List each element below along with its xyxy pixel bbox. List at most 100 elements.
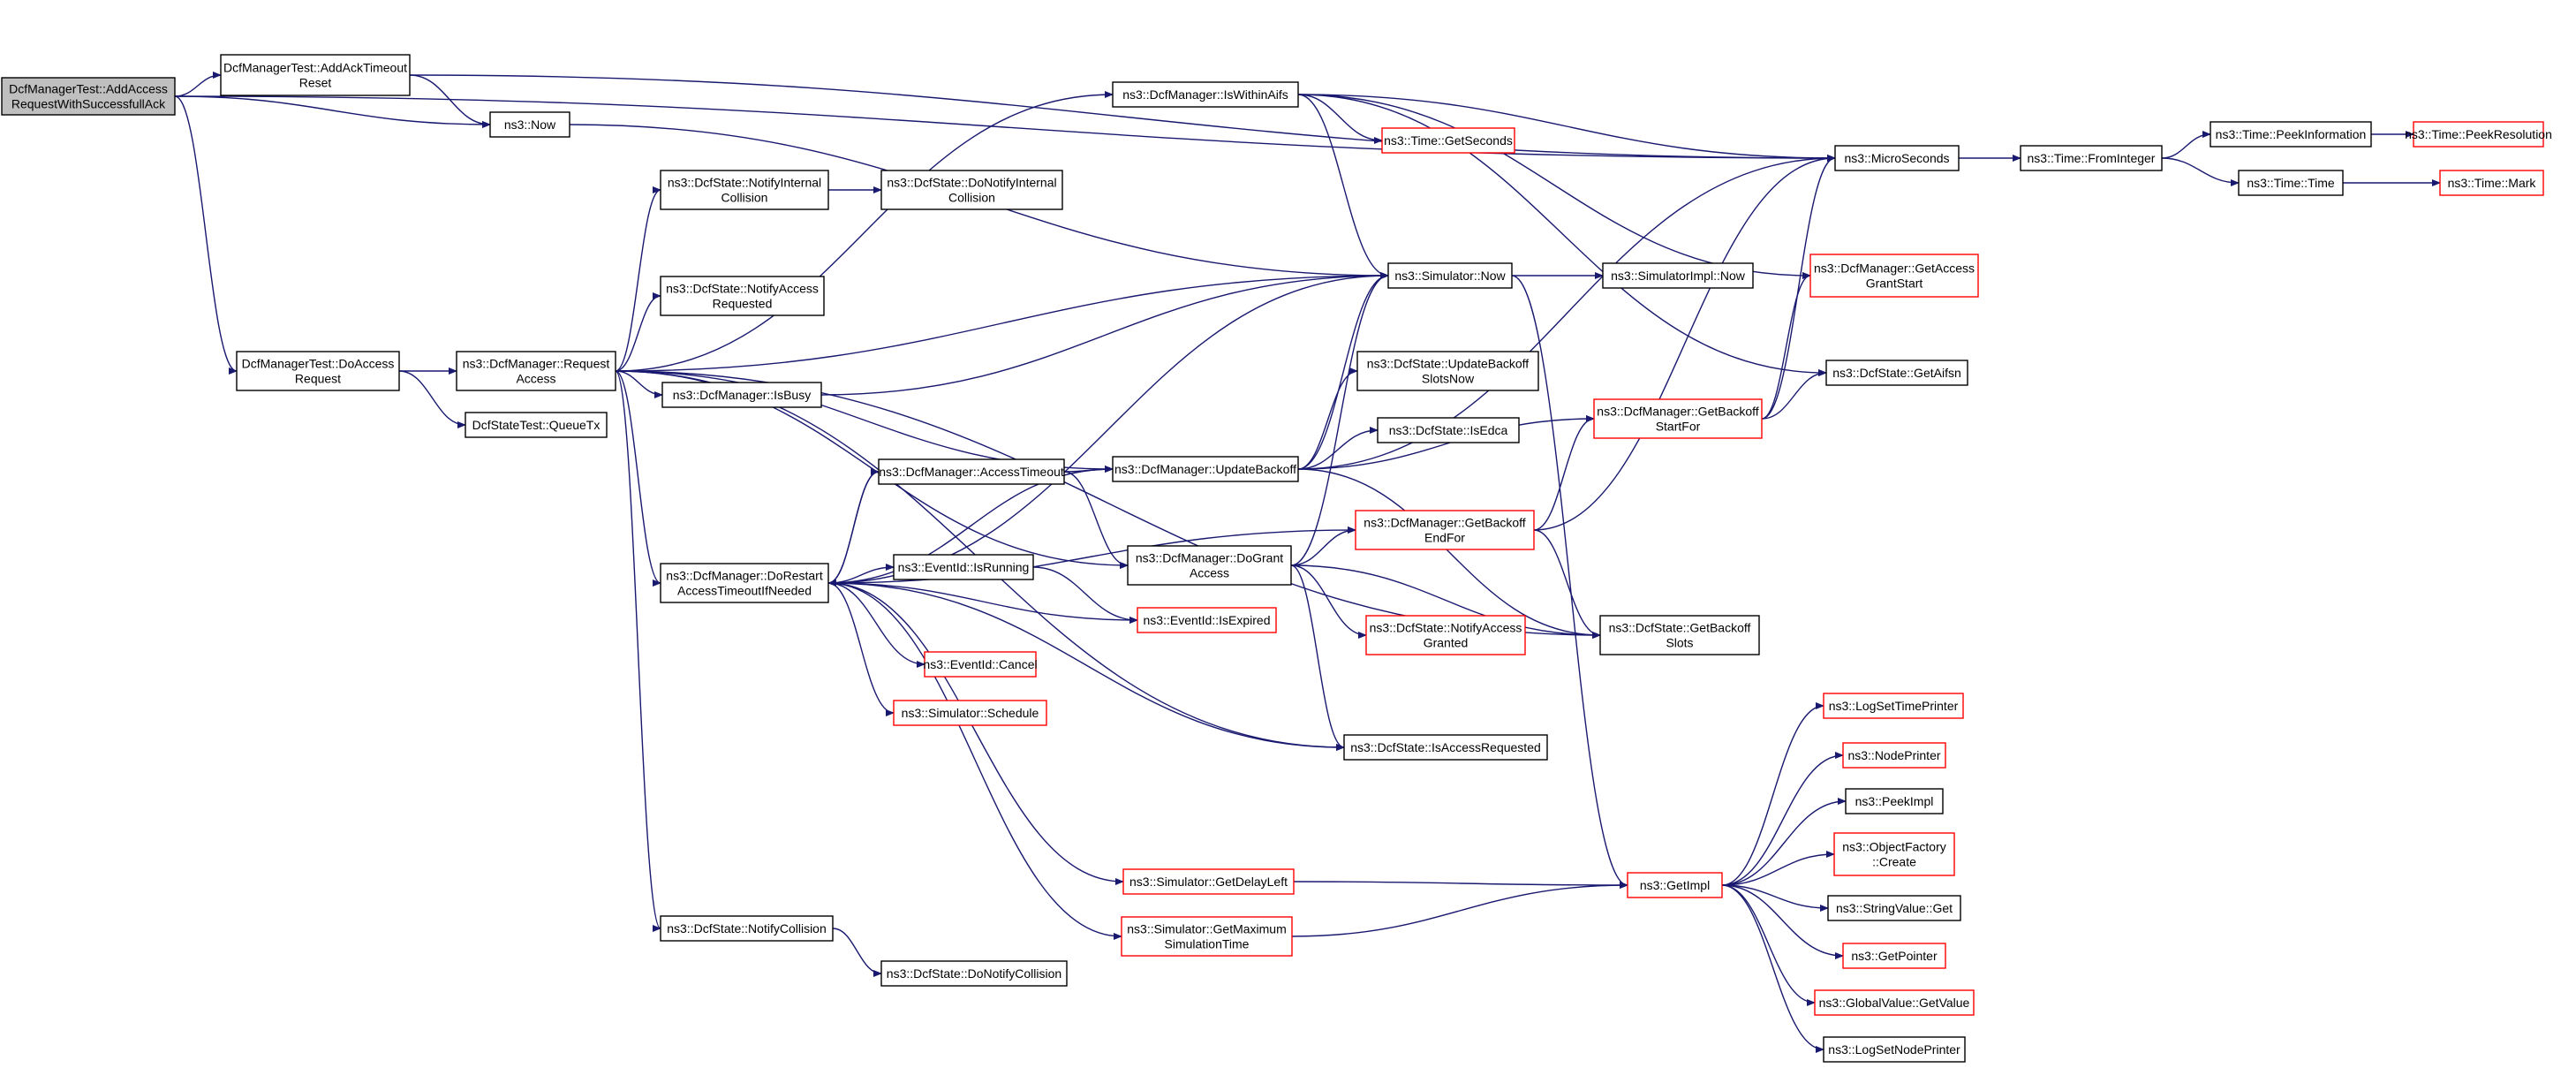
node-box <box>489 111 570 138</box>
edge-reqaccess-to-iswithin <box>615 91 1114 372</box>
graph-node-accesstimeout[interactable]: ns3::DcfManager::AccessTimeout <box>878 458 1065 485</box>
graph-node-logsettime[interactable]: ns3::LogSetTimePrinter <box>1823 693 1964 719</box>
node-label: ns3::Time::FromInteger <box>2028 151 2156 165</box>
node-label: Collision <box>721 191 768 205</box>
graph-node-getimpl[interactable]: ns3::GetImpl <box>1627 872 1723 898</box>
node-box <box>220 54 411 96</box>
edge-getmaxsim-to-getimpl <box>1291 882 1628 937</box>
edge-iswithin-to-getaccessgrant <box>1297 94 1811 279</box>
node-box <box>2238 170 2344 196</box>
edge-updatebackoff-to-simnow <box>1297 272 1389 470</box>
node-label: ns3::EventId::IsExpired <box>1144 613 1271 627</box>
edge-frominteger-to-timetime <box>2161 157 2240 186</box>
node-box <box>1365 615 1526 655</box>
graph-node-getseconds[interactable]: ns3::Time::GetSeconds <box>1381 127 1515 154</box>
graph-node-isedca[interactable]: ns3::DcfState::IsEdca <box>1377 417 1520 443</box>
graph-node-iswithin[interactable]: ns3::DcfManager::IsWithinAifs <box>1112 81 1299 108</box>
node-box <box>1834 145 1960 171</box>
node-label: ns3::LogSetTimePrinter <box>1829 699 1959 713</box>
node-label: SimulationTime <box>1165 937 1250 951</box>
node-box <box>2413 121 2544 148</box>
edge-updatebackoff-to-getbackoffstart <box>1297 415 1595 470</box>
graph-node-getaifsn[interactable]: ns3::DcfState::GetAifsn <box>1825 360 1968 386</box>
node-box <box>880 960 1068 987</box>
graph-node-simnow[interactable]: ns3::Simulator::Now <box>1387 262 1513 289</box>
node-box <box>1112 456 1299 482</box>
node-label: EndFor <box>1424 531 1465 545</box>
graph-node-ns3now[interactable]: ns3::Now <box>489 111 570 138</box>
node-box <box>1827 895 1961 921</box>
edge-getimpl-to-logsettime <box>1721 702 1824 886</box>
node-label: Request <box>295 372 341 386</box>
edge-reqaccess-to-notifyint <box>615 186 661 372</box>
graph-node-timetime[interactable]: ns3::Time::Time <box>2238 170 2344 196</box>
graph-node-stringvalueget[interactable]: ns3::StringValue::Get <box>1827 895 1961 921</box>
graph-node-getpointer[interactable]: ns3::GetPointer <box>1842 943 1946 969</box>
node-label: ns3::Simulator::Schedule <box>902 706 1039 720</box>
edge-getbackoffstart-to-microseconds <box>1761 155 1836 420</box>
graph-node-peekimpl[interactable]: ns3::PeekImpl <box>1845 788 1944 814</box>
node-box <box>1599 615 1760 655</box>
node-label: Access <box>1190 566 1229 580</box>
graph-node-frominteger[interactable]: ns3::Time::FromInteger <box>2020 145 2163 171</box>
edge-dogrant-to-isaccessreq <box>1290 564 1345 751</box>
edge-reqaccess-to-isbusy <box>615 370 663 398</box>
node-label: ns3::DcfState::UpdateBackoff <box>1367 357 1530 371</box>
edge-reqaccess-to-dogrant <box>615 370 1129 569</box>
graph-node-globalvalue[interactable]: ns3::GlobalValue::GetValue <box>1814 989 1975 1016</box>
graph-node-getdelayleft[interactable]: ns3::Simulator::GetDelayLeft <box>1122 868 1295 895</box>
graph-node-updatebackoff[interactable]: ns3::DcfManager::UpdateBackoff <box>1112 456 1299 482</box>
node-label: ns3::DcfState::NotifyCollision <box>667 921 827 935</box>
node-box <box>1122 868 1295 895</box>
node-box <box>660 915 834 942</box>
graph-node-isrunning[interactable]: ns3::EventId::IsRunning <box>893 554 1034 580</box>
edge-getbackoffend-to-getbackoffslots <box>1533 529 1601 639</box>
graph-node-timemark[interactable]: ns3::Time::Mark <box>2439 170 2544 196</box>
graph-node-schedule[interactable]: ns3::Simulator::Schedule <box>893 700 1047 726</box>
graph-node-root[interactable]: DcfManagerTest::AddAccessRequestWithSucc… <box>1 77 176 116</box>
graph-node-isbusy[interactable]: ns3::DcfManager::IsBusy <box>661 382 822 408</box>
graph-node-objfactory[interactable]: ns3::ObjectFactory::Create <box>1833 832 1955 876</box>
node-label: ns3::Now <box>504 117 556 132</box>
node-box <box>660 170 829 210</box>
graph-node-simimplnow[interactable]: ns3::SimulatorImpl::Now <box>1602 262 1754 289</box>
graph-node-peekinfo[interactable]: ns3::Time::PeekInformation <box>2210 121 2372 148</box>
node-box <box>660 276 825 316</box>
node-box <box>236 351 400 391</box>
graph-node-logsetnode[interactable]: ns3::LogSetNodePrinter <box>1823 1036 1966 1063</box>
node-box <box>1112 81 1299 108</box>
node-label: StartFor <box>1656 420 1701 434</box>
node-label: ns3::Time::Time <box>2247 176 2335 190</box>
graph-node-nodeprinter[interactable]: ns3::NodePrinter <box>1842 742 1946 769</box>
graph-node-peekres[interactable]: ns3::Time::PeekResolution <box>2405 121 2552 148</box>
graph-node-dorestart[interactable]: ns3::DcfManager::DoRestartAccessTimeoutI… <box>660 563 829 603</box>
edge-simnow-to-getimpl <box>1511 275 1628 889</box>
node-box <box>1355 510 1535 550</box>
node-label: ns3::DcfState::GetBackoff <box>1609 621 1751 635</box>
graph-node-isaccessreq[interactable]: ns3::DcfState::IsAccessRequested <box>1343 734 1548 761</box>
graph-node-microseconds[interactable]: ns3::MicroSeconds <box>1834 145 1960 171</box>
graph-node-notifycollision[interactable]: ns3::DcfState::NotifyCollision <box>660 915 834 942</box>
node-label: ns3::LogSetNodePrinter <box>1828 1042 1960 1057</box>
edge-accesstimeout-to-dogrant <box>1063 471 1129 569</box>
graph-node-cancel[interactable]: ns3::EventId::Cancel <box>923 651 1038 678</box>
graph-node-donotifycollision[interactable]: ns3::DcfState::DoNotifyCollision <box>880 960 1068 987</box>
graph-node-queuetx[interactable]: DcfStateTest::QueueTx <box>465 412 608 438</box>
node-label: SlotsNow <box>1422 372 1475 386</box>
graph-node-isexpired[interactable]: ns3::EventId::IsExpired <box>1137 607 1277 633</box>
